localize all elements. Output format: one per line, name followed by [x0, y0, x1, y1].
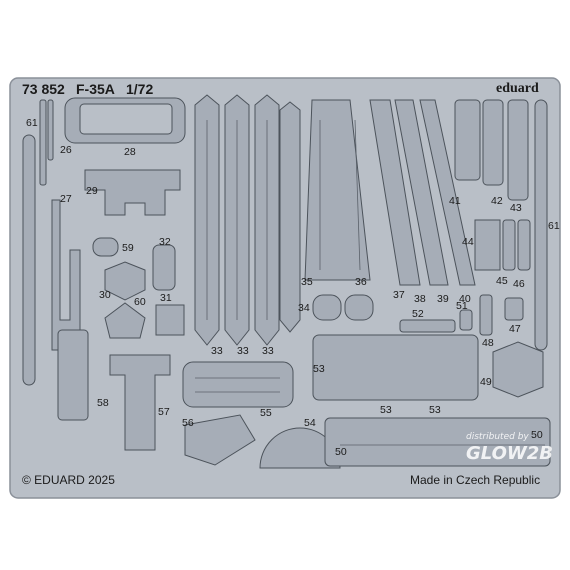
- part-label: 28: [124, 146, 136, 158]
- part-31: [155, 304, 185, 336]
- part-label: 46: [513, 278, 525, 290]
- part-label: 37: [393, 289, 405, 301]
- part-46: [517, 219, 531, 271]
- part-label: 32: [159, 236, 171, 248]
- part-label: 40: [459, 293, 471, 305]
- part-label: 59: [122, 242, 134, 254]
- part-label: 56: [182, 417, 194, 429]
- part-label: 53: [380, 404, 392, 416]
- part-43: [507, 99, 529, 201]
- part-label: 26: [60, 144, 72, 156]
- part-label: 58: [97, 397, 109, 409]
- part-26: [39, 99, 47, 186]
- watermark-line1: distributed by: [466, 432, 529, 442]
- part-label: 47: [509, 323, 521, 335]
- part-label: 31: [160, 292, 172, 304]
- origin-text: Made in Czech Republic: [410, 473, 541, 487]
- part-56: [184, 414, 256, 466]
- part-label: 43: [510, 202, 522, 214]
- part-61-left: [22, 134, 36, 386]
- part-label: 45: [496, 275, 508, 287]
- part-label: 54: [304, 417, 316, 429]
- part-30: [104, 261, 146, 301]
- part-label: 48: [482, 337, 494, 349]
- catalog-number: 73 852: [22, 81, 65, 97]
- watermark-logo: GLOW2B: [466, 443, 554, 464]
- scale-label: 1/72: [126, 81, 154, 97]
- part-44: [474, 219, 501, 271]
- part-label: 36: [355, 276, 367, 288]
- part-60: [104, 302, 146, 339]
- part-label: 27: [60, 193, 72, 205]
- part-52: [399, 319, 456, 333]
- part-label: 49: [480, 376, 492, 388]
- part-48: [479, 294, 493, 336]
- part-label: 29: [86, 185, 98, 197]
- part-38: [394, 99, 449, 286]
- part-label: 60: [134, 296, 146, 308]
- part-label: 50: [531, 429, 543, 441]
- part-label: 42: [491, 195, 503, 207]
- part-55: [182, 361, 294, 408]
- part-58: [57, 329, 89, 421]
- part-label: 33: [262, 345, 274, 357]
- part-51: [459, 309, 473, 331]
- part-label: 38: [414, 293, 426, 305]
- part-42: [482, 99, 504, 186]
- part-label: 39: [437, 293, 449, 305]
- eduard-logo: eduard: [496, 81, 539, 96]
- part-label: 55: [260, 407, 272, 419]
- part-59: [92, 237, 119, 257]
- part-label: 61: [26, 117, 38, 129]
- part-29: [84, 169, 181, 216]
- part-35: [304, 99, 371, 281]
- part-label: 33: [237, 345, 249, 357]
- part-45: [502, 219, 516, 271]
- part-label: 53: [429, 404, 441, 416]
- part-label: 53: [313, 363, 325, 375]
- part-label: 61: [548, 220, 560, 232]
- part-41: [454, 99, 481, 181]
- part-39: [419, 99, 476, 286]
- part-label: 44: [462, 236, 474, 248]
- part-37: [369, 99, 421, 286]
- part-label: 34: [298, 302, 310, 314]
- part-32: [152, 244, 176, 291]
- copyright-text: © EDUARD 2025: [22, 473, 115, 487]
- part-53: [312, 334, 479, 401]
- model-name: F-35A: [76, 81, 115, 97]
- part-label: 57: [158, 406, 170, 418]
- part-label: 35: [301, 276, 313, 288]
- part-label: 33: [211, 345, 223, 357]
- part-34: [312, 294, 342, 321]
- part-57: [109, 354, 171, 451]
- part-47: [504, 297, 524, 321]
- part-label: 52: [412, 308, 424, 320]
- part-61-right: [534, 99, 548, 351]
- part-50: [324, 417, 551, 467]
- part-label: 30: [99, 289, 111, 301]
- part-49: [492, 341, 544, 398]
- part-label: 50: [335, 446, 347, 458]
- part-label: 41: [449, 195, 461, 207]
- part-label: 51: [456, 300, 468, 312]
